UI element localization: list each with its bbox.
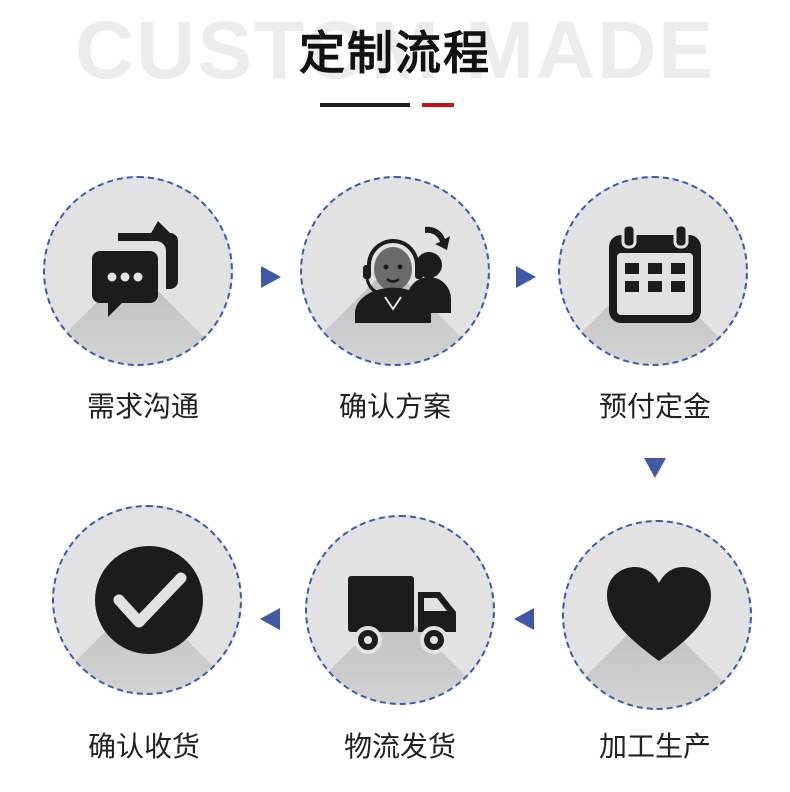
step-circle-1 [43, 176, 233, 366]
chat-bubbles-icon [92, 221, 178, 317]
step-label-5: 物流发货 [343, 730, 456, 763]
step-label-4: 加工生产 [598, 730, 711, 763]
step-label-2: 确认方案 [338, 390, 451, 423]
checkmark-icon [95, 546, 203, 654]
step-circle-3 [558, 176, 748, 366]
page-title: 定制流程 [299, 26, 491, 80]
title-underline-red [422, 103, 454, 107]
step-circle-2 [300, 176, 490, 366]
flow-arrow-left-icon [260, 608, 280, 630]
customer-service-icon [355, 226, 451, 323]
calendar-icon [609, 223, 701, 323]
heart-icon [607, 567, 711, 661]
flow-arrow-left-icon [514, 608, 534, 630]
step-label-3: 预付定金 [598, 390, 711, 423]
flow-arrow-right-icon [261, 266, 281, 288]
step-label-6: 确认收货 [87, 730, 200, 763]
step-circle-6 [52, 505, 242, 695]
title-underline-dark [320, 103, 410, 107]
step-label-1: 需求沟通 [86, 390, 199, 423]
step-circle-5 [305, 515, 495, 705]
watermark-text: CUSTOM MADE [74, 5, 716, 96]
step-circle-4 [562, 520, 752, 710]
flow-arrow-right-icon [516, 266, 536, 288]
delivery-truck-icon [348, 576, 456, 654]
flow-arrow-down-icon [644, 458, 666, 478]
